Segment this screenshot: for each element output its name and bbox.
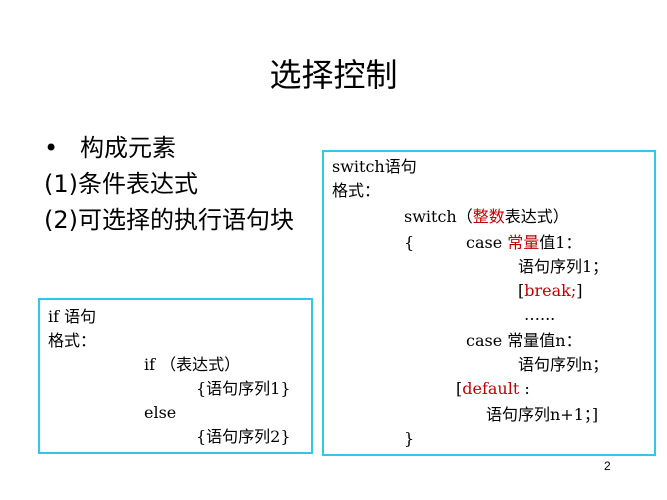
bullet-list: • 构成元素 (1)条件表达式 (2)可选择的执行语句块 [44,130,294,238]
if-box-else: else [144,403,177,422]
default-keyword: default [462,379,520,398]
if-box-title: if 语句 [48,307,97,326]
bracket-open: [ [518,281,525,300]
switch-statement-box: switch语句 格式： switch（整数表达式） { case 常量值1： … [322,150,656,456]
switch-ellipsis: …... [524,305,556,324]
constant-keyword: 常量 [507,233,540,252]
list-item-statement-block: (2)可选择的执行语句块 [44,206,294,234]
bullet-text: 构成元素 [80,134,176,162]
switch-statements-default: 语句序列n+1；] [486,405,599,424]
switch-statements-1: 语句序列1； [518,257,609,276]
list-item-condition: (1)条件表达式 [44,170,198,198]
if-box-condition: if （表达式） [144,355,241,374]
if-box-else-block: {语句序列2} [196,427,291,446]
if-box-format-label: 格式： [48,331,97,350]
expression-text: 表达式） [504,207,569,226]
integer-keyword: 整数 [472,207,505,226]
switch-break-line: [break;] [518,280,582,302]
switch-default-line: [default : [456,378,530,400]
switch-box-title: switch语句 [332,157,417,176]
page-number: 2 [604,459,611,473]
case-value-text: 值1： [539,233,582,252]
if-statement-box: if 语句 格式： if （表达式） {语句序列1} else {语句序列2} [38,298,313,454]
case-keyword: case [466,233,503,252]
break-keyword: break; [524,281,577,300]
bullet-item: • 构成元素 [44,130,294,166]
slide-title: 选择控制 [269,56,398,94]
switch-open-brace: { [404,233,415,252]
switch-case-n: case 常量值n： [466,331,582,350]
switch-box-format-label: 格式： [332,181,381,200]
switch-case-1: case 常量值1： [466,232,581,254]
switch-close-brace: } [404,429,415,448]
bracket-open: [ [456,379,463,398]
switch-box-header: switch（整数表达式） [404,206,569,228]
switch-statements-n: 语句序列n； [518,355,609,374]
default-colon: : [519,379,530,398]
if-box-then-block: {语句序列1} [196,379,291,398]
bullet-marker: • [44,134,59,162]
switch-keyword: switch（ [404,207,473,226]
bracket-close: ] [576,281,583,300]
